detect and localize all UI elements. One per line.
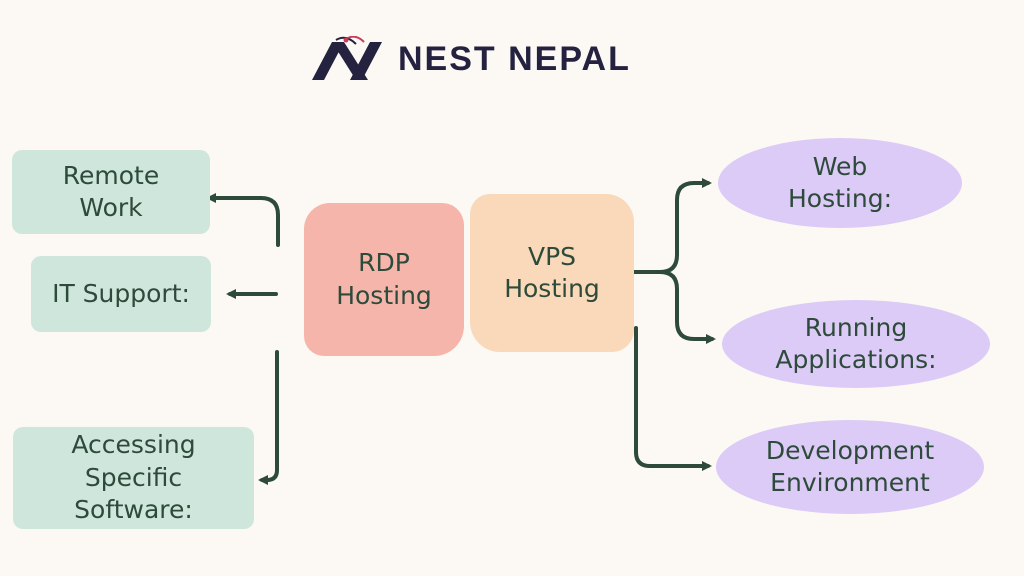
brand-header: NEST NEPAL bbox=[310, 34, 631, 84]
vps-use-web-hosting: Web Hosting: bbox=[718, 138, 962, 228]
arrow-to-running-applications bbox=[658, 270, 716, 344]
rdp-use-label: IT Support: bbox=[52, 278, 190, 308]
nest-nepal-logo-icon bbox=[312, 36, 382, 80]
arrow-to-accessing-software bbox=[258, 350, 279, 485]
vps-use-label: Running Applications: bbox=[775, 312, 937, 375]
arrow-to-development-environment bbox=[634, 326, 712, 471]
rdp-hosting-label: RDP Hosting bbox=[336, 248, 432, 310]
rdp-use-accessing-specific-software: Accessing Specific Software: bbox=[13, 427, 254, 529]
vps-use-running-applications: Running Applications: bbox=[722, 300, 990, 388]
rdp-use-label: Accessing Specific Software: bbox=[71, 430, 196, 525]
rdp-use-label: Remote Work bbox=[62, 160, 160, 223]
vps-hosting-node: VPS Hosting bbox=[470, 194, 634, 352]
arrow-to-web-hosting bbox=[628, 178, 712, 274]
rdp-use-remote-work: Remote Work bbox=[12, 150, 210, 234]
vps-hosting-label: VPS Hosting bbox=[504, 241, 600, 304]
arrow-to-remote-work bbox=[206, 193, 280, 247]
vps-use-label: Development Environment bbox=[765, 435, 935, 498]
vps-use-development-environment: Development Environment bbox=[716, 420, 984, 514]
brand-name: NEST NEPAL bbox=[398, 39, 631, 78]
rdp-hosting-node: RDP Hosting bbox=[304, 203, 464, 356]
rdp-use-it-support: IT Support: bbox=[31, 256, 211, 332]
vps-use-label: Web Hosting: bbox=[787, 151, 892, 214]
